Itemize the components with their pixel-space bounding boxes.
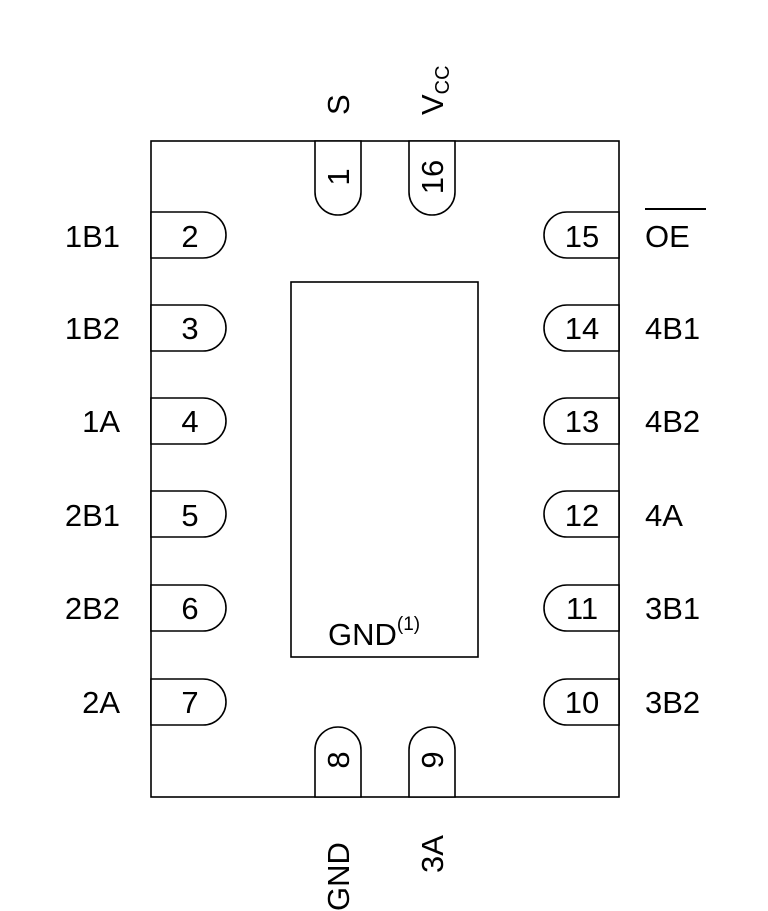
pin-label: VCC: [415, 65, 454, 115]
pin-label: 2B2: [65, 591, 120, 626]
top-pins: 1 S 16 VCC: [314, 65, 456, 216]
exposed-pad-note: (1): [397, 614, 420, 635]
pin-label: 4B1: [645, 311, 700, 346]
pin-number: 12: [565, 498, 599, 533]
pin-number: 13: [565, 404, 599, 439]
pin-number: 11: [566, 591, 598, 626]
pin-number: 3: [181, 311, 198, 346]
pin-pad: [543, 304, 620, 352]
pin-pad: [150, 678, 227, 726]
pin-number: 6: [181, 591, 198, 626]
left-pins: 2 1B1 3 1B2 4 1A 5 2B1 6 2B2 7 2A: [65, 211, 227, 726]
pin-number: 10: [565, 685, 599, 720]
pin-number: 16: [415, 160, 450, 194]
pin-label: 2B1: [65, 498, 120, 533]
pin-label: GND: [321, 842, 356, 911]
pin-pad: [543, 490, 620, 538]
pin-pad: [150, 397, 227, 445]
pin-label: OE: [645, 219, 690, 254]
pin-7: 7 2A: [82, 678, 227, 726]
pin-pad: [150, 584, 227, 632]
exposed-pad-label: GND(1): [328, 614, 420, 652]
pin-label: 1A: [82, 404, 120, 439]
right-pins: 15 OE 14 4B1 13 4B2 12 4A 11 3B1 10 3B2: [543, 208, 706, 726]
pin-16: 16 VCC: [408, 65, 456, 216]
pin-label: 1B1: [65, 219, 120, 254]
pin-4: 4 1A: [82, 397, 227, 445]
pin-pad: [543, 584, 620, 632]
pin-2: 2 1B1: [65, 211, 227, 259]
pin-pad: [408, 726, 456, 798]
pin-10: 10 3B2: [543, 678, 700, 726]
pin-1: 1 S: [314, 94, 362, 216]
pin-label: 3B1: [645, 591, 700, 626]
pin-5: 5 2B1: [65, 490, 227, 538]
pin-pad: [314, 726, 362, 798]
pin-number: 9: [415, 751, 450, 768]
pin-pad: [150, 304, 227, 352]
pin-11: 11 3B1: [543, 584, 700, 632]
pin-number: 2: [181, 219, 198, 254]
pin-13: 13 4B2: [543, 397, 700, 445]
pin-number: 15: [565, 219, 599, 254]
pin-label: 3A: [415, 835, 450, 873]
pin-pad: [150, 490, 227, 538]
pin-6: 6 2B2: [65, 584, 227, 632]
pin-number: 1: [321, 168, 356, 185]
pin-pad: [150, 211, 227, 259]
pin-3: 3 1B2: [65, 304, 227, 352]
pin-15: 15 OE: [543, 208, 706, 259]
pin-label: 4B2: [645, 404, 700, 439]
pin-label: 3B2: [645, 685, 700, 720]
pin-label: 2A: [82, 685, 120, 720]
pin-label-subscript: CC: [432, 65, 454, 94]
pin-8: 8 GND: [314, 726, 362, 911]
pin-label: S: [321, 94, 356, 115]
pin-number: 7: [181, 685, 198, 720]
pin-pad: [543, 211, 620, 259]
pin-number: 5: [181, 498, 198, 533]
pin-label: 1B2: [65, 311, 120, 346]
pin-number: 8: [321, 751, 356, 768]
pin-pad: [314, 140, 362, 216]
pin-12: 12 4A: [543, 490, 683, 538]
exposed-pad: [290, 281, 479, 658]
pin-14: 14 4B1: [543, 304, 700, 352]
pin-label: 4A: [645, 498, 683, 533]
bottom-pins: 8 GND 9 3A: [314, 726, 456, 911]
pin-pad: [408, 140, 456, 216]
pin-pad: [543, 397, 620, 445]
pin-number: 14: [565, 311, 599, 346]
pin-pad: [543, 678, 620, 726]
pin-9: 9 3A: [408, 726, 456, 873]
pin-number: 4: [181, 404, 198, 439]
